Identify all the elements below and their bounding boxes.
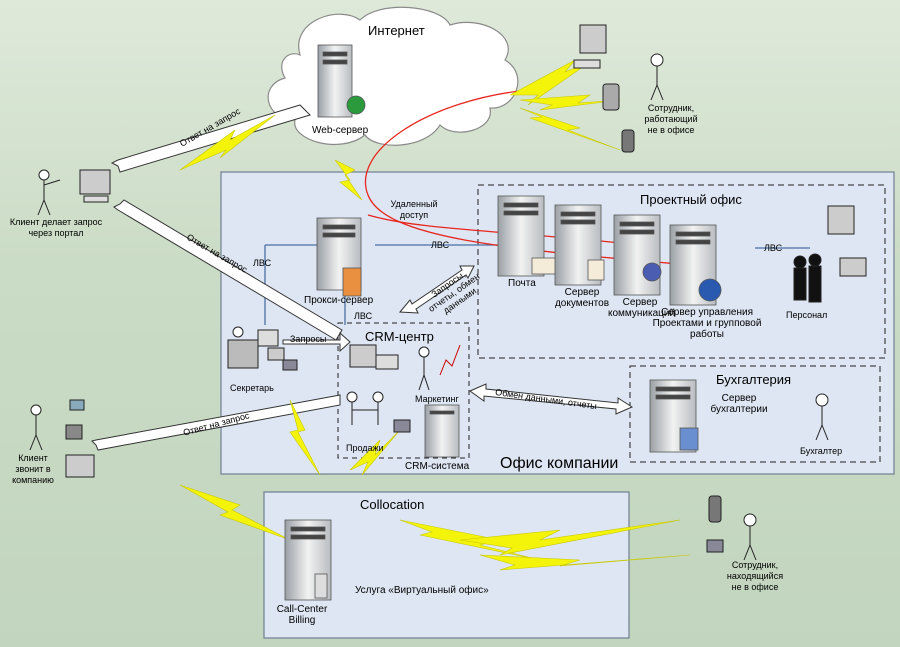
crm-system-label: CRM-система [405,461,470,472]
crm-center-label: CRM-центр [365,329,434,344]
outside-person-icon [743,513,757,561]
sales-people-icon [346,391,384,425]
staff-people-icon [793,253,822,303]
crm-pc-icon [349,344,399,370]
callcenter-label: Call-Center Billing [276,604,328,626]
pm-server-label: Сервер управления Проектами и групповой … [652,307,762,340]
requests-label: Запросы [290,334,327,344]
lan-label-2: ЛВС [253,258,272,268]
marketing-label: Маркетинг [415,394,459,404]
accounting-region [629,365,881,463]
crm-server-icon [424,404,460,458]
lan-label-1: ЛВС [431,240,450,250]
secretary-label: Секретарь [230,383,274,393]
lan-label-3: ЛВС [354,311,373,321]
client-phones-icon [65,399,95,478]
collocation-label: Collocation [360,497,425,512]
accounting-server-icon [649,379,699,453]
secretary-desk-icon [227,326,285,369]
internet-label: Интернет [368,23,425,38]
crm-phone-icon [393,419,411,433]
remote-access-label: Удаленный доступ [390,199,438,220]
client-portal-pc-icon [79,169,111,203]
client-portal-label: Клиент делает запрос через портал [9,217,103,238]
remote-person-icon [650,53,664,101]
crm-region [337,322,470,459]
comm-server-icon [613,214,662,296]
mail-label: Почта [508,278,536,289]
pm-server-icon [669,224,722,306]
client-call-label: Клиент звонит в компанию [12,453,54,485]
accounting-label: Бухгалтерия [716,372,792,387]
accounting-server-label: Сервер бухгалтерии [710,393,768,415]
lightning-bolts [179,59,691,571]
lan-label-4: ЛВС [764,243,783,253]
comm-server-label: Сервер коммуникаций [608,297,676,319]
remote-employee-label: Сотрудник, работающий не в офисе [644,103,698,135]
servers [284,44,722,601]
staff-pc-icon [827,205,867,277]
outside-mobile-icon [708,495,722,523]
remote-mobile-icon [621,129,635,153]
accountant-label: Бухгалтер [800,446,843,456]
project-office-label: Проектный офис [640,192,742,207]
client-call-person-icon [29,404,43,451]
remote-pc-icon [573,24,607,69]
people-and-devices [29,24,867,561]
web-server-label: Web-сервер [312,125,369,136]
outside-employee-label: Сотрудник, находящийся не в офисе [726,560,784,592]
callcenter-server-icon [284,519,332,601]
web-server-icon [317,44,366,118]
virtual-office-label: Услуга «Виртуальный офис» [355,585,489,596]
outside-phone-icon [706,539,724,553]
accountant-person-icon [815,393,829,441]
arrows [91,104,634,451]
office-label: Офис компании [500,455,619,472]
marketing-person-icon [418,344,461,391]
client-portal-person-icon [37,169,61,216]
staff-label: Персонал [786,310,828,320]
project-office-region [477,184,886,359]
remote-pda-icon [602,83,620,111]
sales-label: Продажи [346,443,384,453]
secretary-phone-icon [282,359,298,371]
proxy-server-icon [316,217,362,297]
proxy-server-label: Прокси-сервер [304,295,374,306]
mail-server-icon [497,195,557,277]
doc-server-label: Сервер документов [554,287,610,309]
doc-server-icon [554,204,605,286]
